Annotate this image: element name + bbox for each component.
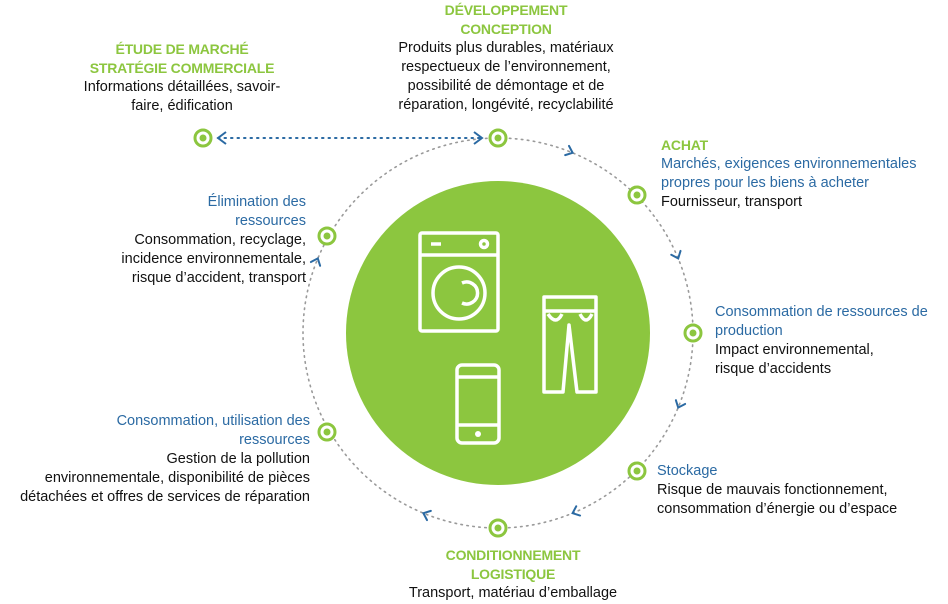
stage-production-subtitle-1: Consommation de ressources de: [715, 304, 928, 320]
stage-usage-desc-2: environnementale, disponibilité de pièce…: [44, 470, 310, 486]
stage-purchase-title: ACHAT: [661, 137, 708, 153]
stage-logistics-title-1: CONDITIONNEMENT: [445, 547, 581, 563]
center-disc: [346, 181, 650, 485]
node-design-marker: [488, 128, 508, 148]
stage-disposal-desc-1: Consommation, recyclage,: [134, 232, 306, 248]
stage-design-desc-1: Produits plus durables, matériaux: [398, 40, 614, 56]
node-usage-marker: [317, 422, 337, 442]
stage-design: DÉVELOPPEMENT CONCEPTION Produits plus d…: [378, 1, 634, 115]
direction-arrow-icon: [670, 249, 682, 260]
direction-arrow-icon: [564, 144, 575, 157]
stage-production-desc-1: Impact environnemental,: [715, 342, 874, 358]
stage-usage-desc-1: Gestion de la pollution: [166, 451, 311, 467]
stage-usage-desc-3: détachées et offres de services de répar…: [20, 489, 310, 505]
smartphone-icon: [455, 363, 501, 445]
stage-storage: Stockage Risque de mauvais fonctionnemen…: [657, 462, 942, 519]
stage-logistics-title-2: LOGISTIQUE: [470, 566, 556, 582]
stage-design-title-2: CONCEPTION: [460, 21, 552, 37]
stage-production-subtitle-2: production: [715, 323, 783, 339]
stage-production-desc-2: risque d’accidents: [715, 361, 832, 377]
node-storage-marker: [627, 461, 647, 481]
stage-purchase: ACHAT Marchés, exigences environnemental…: [661, 136, 946, 212]
washing-machine-icon: [418, 231, 500, 333]
node-production-marker: [683, 323, 703, 343]
stage-market-desc-1: Informations détaillées, savoir-: [83, 79, 281, 95]
node-market-marker: [193, 128, 213, 148]
stage-design-desc-4: réparation, longévité, recyclabilité: [398, 97, 614, 113]
trousers-icon: [542, 295, 598, 394]
stage-disposal-subtitle-1: Élimination des: [207, 194, 306, 210]
stage-market: ÉTUDE DE MARCHÉ STRATÉGIE COMMERCIALE In…: [62, 40, 302, 116]
stage-market-desc-2: faire, édification: [131, 98, 233, 114]
stage-design-desc-2: respectueux de l’environnement,: [401, 59, 611, 75]
stage-logistics: CONDITIONNEMENT LOGISTIQUE Transport, ma…: [398, 546, 628, 603]
stage-disposal-desc-3: risque d’accident, transport: [131, 270, 306, 286]
stage-market-title-2: STRATÉGIE COMMERCIALE: [89, 60, 275, 76]
stage-storage-subtitle: Stockage: [657, 463, 718, 479]
node-logistics-marker: [488, 518, 508, 538]
stage-usage-subtitle-2: ressources: [239, 432, 310, 448]
stage-usage-subtitle-1: Consommation, utilisation des: [116, 413, 310, 429]
stage-disposal-subtitle-2: ressources: [235, 213, 306, 229]
stage-logistics-desc: Transport, matériau d’emballage: [408, 585, 618, 601]
direction-arrow-icon: [571, 505, 582, 517]
direction-arrow-icon: [674, 399, 687, 410]
stage-usage: Consommation, utilisation des ressources…: [8, 412, 310, 507]
stage-design-desc-3: possibilité de démontage et de: [407, 78, 605, 94]
node-purchase-marker: [627, 185, 647, 205]
stage-storage-desc-1: Risque de mauvais fonctionnement,: [657, 482, 888, 498]
node-disposal-marker: [317, 226, 337, 246]
stage-purchase-subtitle-2: propres pour les biens à acheter: [661, 175, 869, 191]
stage-purchase-subtitle-1: Marchés, exigences environnementales: [661, 156, 917, 172]
link-arrow-right-icon: [473, 131, 484, 145]
stage-market-title-1: ÉTUDE DE MARCHÉ: [115, 41, 249, 57]
direction-arrow-icon: [309, 256, 322, 267]
stage-design-title-1: DÉVELOPPEMENT: [444, 2, 568, 18]
stage-production: Consommation de ressources de production…: [715, 303, 947, 379]
stage-purchase-desc: Fournisseur, transport: [661, 194, 803, 210]
stage-disposal: Élimination des ressources Consommation,…: [96, 193, 306, 288]
direction-arrow-icon: [421, 509, 432, 522]
stage-storage-desc-2: consommation d’énergie ou d’espace: [657, 501, 898, 517]
stage-disposal-desc-2: incidence environnementale,: [121, 251, 306, 267]
link-arrow-left-icon: [216, 131, 227, 145]
